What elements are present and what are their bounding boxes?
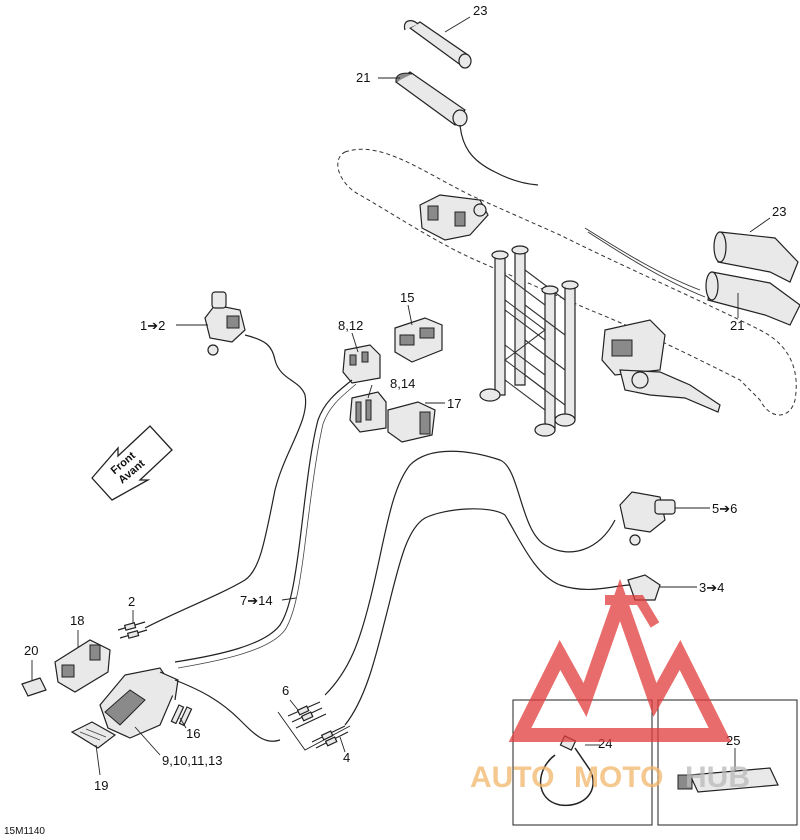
handlebar-riser bbox=[479, 245, 579, 437]
label-1-2: 1➔2 bbox=[140, 318, 165, 333]
pins-16 bbox=[170, 704, 193, 727]
grip-heater-top-21 bbox=[394, 71, 539, 186]
label-19: 19 bbox=[94, 778, 108, 793]
label-21-top: 21 bbox=[356, 70, 370, 85]
connector-19 bbox=[70, 721, 117, 749]
terminals-4 bbox=[311, 725, 349, 749]
front-direction-arrow: Front Avant bbox=[91, 425, 173, 501]
grip-heater-switch-1-2 bbox=[204, 291, 246, 356]
terminals-2 bbox=[117, 621, 148, 639]
label-9-10-11-13: 9,10,11,13 bbox=[162, 753, 222, 768]
label-25: 25 bbox=[726, 733, 740, 748]
handlebar bbox=[337, 148, 797, 416]
label-7-14: 7➔14 bbox=[240, 593, 273, 608]
grip-heater-right-21 bbox=[705, 271, 800, 326]
label-8-14: 8,14 bbox=[390, 376, 415, 391]
watermark-moto: MOTO bbox=[574, 761, 663, 794]
label-23-right: 23 bbox=[772, 204, 786, 219]
label-6: 6 bbox=[282, 683, 289, 698]
label-3-4: 3➔4 bbox=[699, 580, 724, 595]
connector-8-12 bbox=[342, 344, 381, 384]
callouts: 23 21 23 21 15 8,12 8,14 17 1➔2 5➔6 3➔4 … bbox=[24, 3, 786, 793]
label-23-top: 23 bbox=[473, 3, 487, 18]
label-20: 20 bbox=[24, 643, 38, 658]
grip-heater-right-23 bbox=[713, 231, 799, 283]
connector-8-14 bbox=[349, 391, 387, 433]
connector-17 bbox=[387, 401, 436, 443]
terminals-6 bbox=[287, 701, 327, 729]
wire-to-switch-5-6 bbox=[324, 450, 616, 696]
connector-9-10-11-13 bbox=[99, 667, 281, 742]
label-21-right: 21 bbox=[730, 318, 744, 333]
label-4: 4 bbox=[343, 750, 350, 765]
switch-wire-harness bbox=[144, 334, 307, 629]
left-grip-switch-housing bbox=[419, 194, 489, 241]
label-2: 2 bbox=[128, 594, 135, 609]
label-17: 17 bbox=[447, 396, 461, 411]
watermark-auto: AUTO bbox=[470, 761, 554, 794]
grip-heater-switch-5-6 bbox=[619, 491, 676, 546]
brake-master-cylinder bbox=[601, 319, 721, 413]
part-20 bbox=[21, 677, 47, 697]
label-15: 15 bbox=[400, 290, 414, 305]
inset-grease-tube-25: 25 bbox=[657, 699, 798, 826]
connector-15 bbox=[394, 317, 443, 363]
label-5-6: 5➔6 bbox=[712, 501, 737, 516]
label-8-12: 8,12 bbox=[338, 318, 363, 333]
diagram-code: 15M1140 bbox=[4, 826, 45, 837]
watermark-hub: HUB bbox=[685, 761, 750, 794]
main-harness bbox=[174, 379, 353, 663]
connector-18 bbox=[54, 639, 111, 693]
automotohub-watermark: AUTO MOTO HUB bbox=[470, 578, 750, 794]
label-16: 16 bbox=[186, 726, 200, 741]
label-18: 18 bbox=[70, 613, 84, 628]
wire-to-sensor-3-4 bbox=[344, 508, 631, 726]
grip-heater-top-23 bbox=[403, 20, 472, 69]
